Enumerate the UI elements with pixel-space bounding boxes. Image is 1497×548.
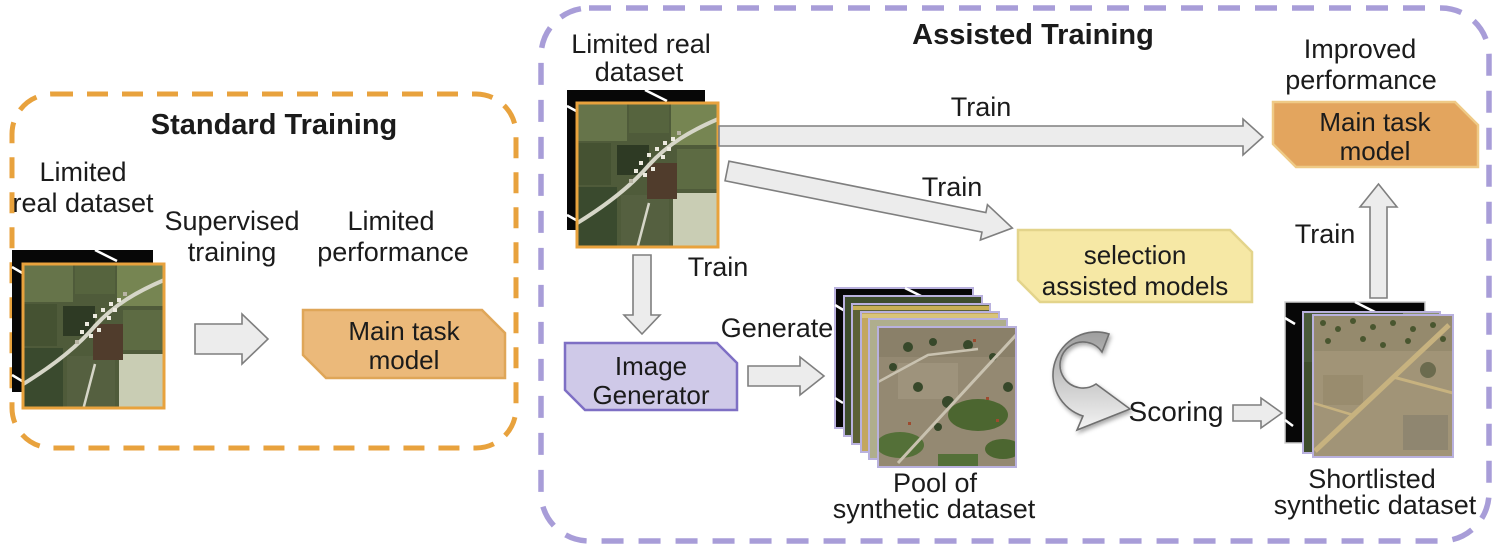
real-satellite-image (20, 264, 169, 410)
black-sheet-road-marks (1284, 300, 1376, 427)
std-main-task-model-label-line2: model (369, 345, 440, 375)
supervised-training-arrow (194, 312, 270, 366)
image-generator-label-line2: Generator (592, 380, 709, 410)
shortlist-label-line1: Shortlisted (1308, 464, 1436, 494)
improved-performance-label-line1: Improved (1304, 34, 1417, 64)
train-arrow-diagonal (724, 160, 1014, 242)
train-arrow-generator (622, 254, 662, 336)
assisted-training-title: Assisted Training (912, 19, 1154, 51)
generate-label: Generate (721, 313, 834, 343)
pool-synthetic-image (876, 327, 1021, 467)
standard-training-title: Standard Training (151, 109, 398, 141)
std-limited-real-dataset-label-line2: real dataset (12, 188, 154, 218)
selection-assisted-models-shape (1016, 228, 1254, 304)
std-main-task-model-label-line1: Main task (348, 316, 460, 346)
image-generator-flag: Image Generator (563, 341, 739, 412)
ast-main-task-model-shape (1271, 100, 1480, 169)
limited-performance-label-line1: Limited (347, 206, 434, 236)
real-satellite-image-frame (21, 262, 166, 410)
shortlist-front-image-frame (1312, 314, 1454, 458)
train-arrow-top (718, 117, 1265, 157)
train-arrow-final (1358, 182, 1399, 299)
train-label-generator: Train (688, 252, 749, 282)
train-label-diagonal: Train (922, 172, 983, 202)
shortlist-label-line2: synthetic dataset (1274, 490, 1477, 520)
std-main-task-model-shape (301, 308, 507, 380)
scoring-label: Scoring (1129, 396, 1224, 427)
ast-main-task-model-flag: Main task model (1271, 100, 1480, 169)
train-label-top: Train (951, 92, 1012, 122)
std-limited-real-dataset-label-line1: Limited (39, 157, 126, 187)
supervised-training-label-line2: training (188, 237, 277, 267)
train-label-final: Train (1295, 219, 1356, 249)
selection-assisted-models-label-line1: selection (1084, 240, 1187, 270)
pool-layer-olive-streak (853, 306, 989, 310)
selection-assisted-models-label-line2: assisted models (1042, 271, 1228, 301)
scoring-arrow (1232, 396, 1284, 430)
shortlisted-synthetic-dataset-stack (1284, 300, 1454, 458)
selection-assisted-models-flag: selection assisted models (1016, 228, 1254, 304)
std-main-task-model-flag: Main task model (301, 308, 507, 380)
supervised-training-label-line1: Supervised (164, 206, 299, 236)
shortlist-front-image (1313, 315, 1453, 457)
scoring-curved-arrow (1052, 331, 1132, 432)
ast-main-task-model-label-line2: model (1340, 136, 1411, 166)
ast-main-task-model-label-line1: Main task (1319, 107, 1431, 137)
image-generator-label-line1: Image (615, 351, 687, 381)
ast-limited-real-dataset-label-line1: Limited real (571, 29, 711, 59)
pool-synthetic-dataset-stack (834, 286, 1021, 468)
pool-synthetic-image-frame (877, 326, 1017, 468)
ast-limited-real-dataset-label-line2: dataset (595, 57, 684, 87)
pool-label-line1: Pool of (893, 468, 978, 498)
pool-layer-yellow-streak (862, 314, 998, 318)
image-generator-shape (563, 341, 739, 412)
assisted-training-panel-border (538, 5, 1492, 544)
real-satellite-image-frame (575, 101, 720, 249)
real-satellite-image (574, 103, 723, 249)
generate-arrow (747, 355, 826, 397)
limited-performance-label-line2: performance (317, 237, 469, 267)
ast-real-dataset-image-stack (566, 88, 723, 249)
std-real-dataset-image-stack (11, 248, 169, 410)
improved-performance-label-line2: performance (1285, 65, 1437, 95)
pool-label-line2: synthetic dataset (833, 494, 1036, 524)
